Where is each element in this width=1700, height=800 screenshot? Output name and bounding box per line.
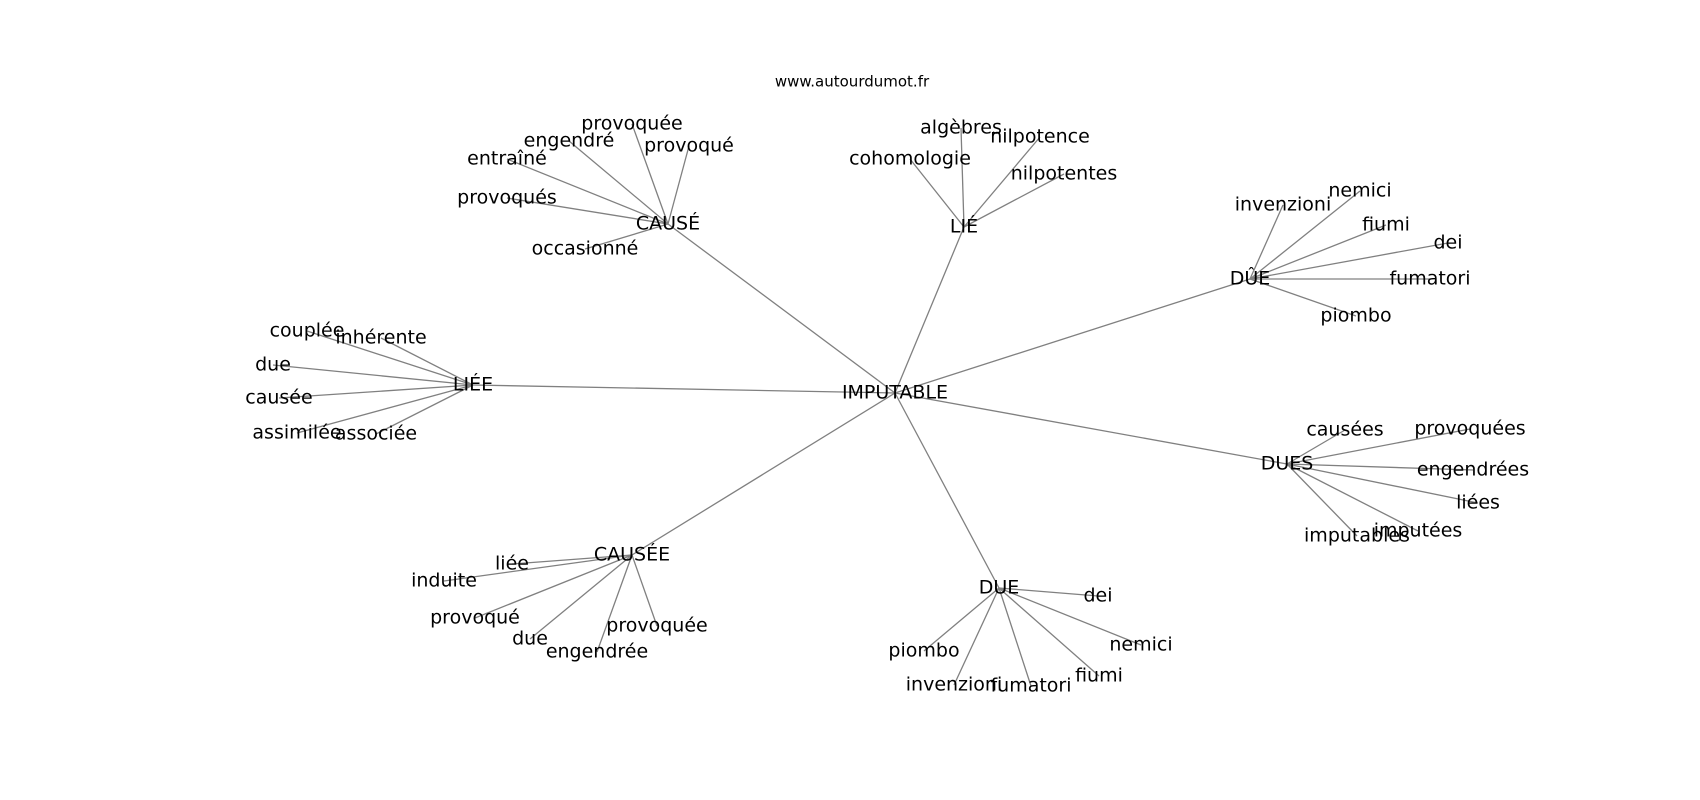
edge-due-circ-1: [1249, 190, 1361, 280]
leaf-node-due-circ-1: nemici: [1328, 180, 1391, 202]
leaf-node-causee-2: provoqué: [430, 607, 520, 629]
hub-node-causee: CAUSÉE: [594, 543, 670, 566]
leaf-node-liee-5: associée: [335, 423, 417, 445]
leaf-node-cause-1: engendré: [524, 130, 615, 152]
leaf-node-cause-2: provoqué: [644, 135, 734, 157]
leaf-node-causee-0: liée: [495, 553, 529, 575]
edge-due-2: [923, 587, 1000, 652]
edge-dues-3: [1286, 463, 1479, 504]
edge-due-circ-2: [1249, 224, 1387, 280]
leaf-node-lie-3: nilpotentes: [1011, 163, 1118, 185]
edge-center-due-circ: [894, 278, 1251, 394]
leaf-node-liee-3: causée: [245, 387, 312, 409]
edge-liee-2: [272, 364, 474, 386]
leaf-node-liee-0: couplée: [270, 320, 345, 342]
leaf-node-due-circ-4: fumatori: [1389, 268, 1470, 290]
edges: [272, 123, 1479, 687]
edge-cause-3: [506, 158, 669, 225]
edge-lie-1: [963, 136, 1041, 228]
leaf-node-due-circ-0: invenzioni: [1235, 194, 1332, 216]
leaf-node-lie-1: nilpotence: [990, 126, 1090, 148]
hub-node-due: DUE: [979, 577, 1020, 599]
leaf-node-causee-1: induite: [411, 570, 477, 592]
edge-due-4: [953, 587, 1000, 686]
edge-causee-5: [631, 554, 658, 627]
leaf-node-due-circ-5: piombo: [1320, 305, 1391, 327]
site-title: www.autourdumot.fr: [775, 73, 930, 91]
leaf-node-cause-3: entraîné: [467, 148, 547, 170]
edge-center-liee: [472, 384, 896, 394]
leaf-node-due-0: dei: [1083, 585, 1112, 607]
leaf-node-causee-3: due: [512, 628, 548, 650]
edge-due-5: [998, 587, 1032, 687]
leaf-node-due-circ-2: fiumi: [1362, 214, 1410, 236]
edge-due-3: [998, 587, 1100, 677]
edge-dues-5: [1286, 463, 1358, 537]
edge-center-causee: [631, 392, 896, 556]
leaf-node-cause-5: occasionné: [532, 238, 639, 260]
leaf-node-causee-5: provoquée: [606, 615, 707, 637]
edge-due-circ-5: [1249, 278, 1357, 317]
edge-liee-3: [278, 384, 474, 399]
leaf-node-lie-2: cohomologie: [849, 148, 971, 170]
leaf-node-due-1: nemici: [1109, 634, 1172, 656]
leaf-node-dues-3: liées: [1456, 492, 1500, 514]
hub-node-liee: LIÉE: [453, 373, 493, 396]
leaf-node-due-2: piombo: [888, 640, 959, 662]
edge-causee-1: [443, 554, 633, 582]
edge-cause-4: [506, 197, 669, 225]
hub-node-due-circ: DÛE: [1230, 266, 1271, 290]
edge-causee-3: [529, 554, 633, 640]
leaf-node-dues-0: causées: [1306, 419, 1383, 441]
leaf-node-dues-1: provoquées: [1414, 418, 1525, 440]
leaf-node-dues-4: imputées: [1374, 520, 1463, 542]
edge-center-dues: [894, 392, 1288, 465]
edge-liee-1: [380, 337, 474, 386]
edge-liee-5: [375, 384, 474, 435]
edge-center-cause: [667, 223, 896, 394]
edge-lie-3: [963, 173, 1065, 228]
edge-cause-0: [631, 123, 669, 225]
leaf-node-causee-4: engendrée: [546, 641, 648, 663]
leaf-node-cause-4: provoqués: [457, 187, 557, 209]
edge-dues-2: [1286, 463, 1474, 471]
leaf-node-cause-0: provoquée: [581, 113, 682, 135]
edge-cause-5: [584, 223, 669, 250]
edge-lie-2: [909, 158, 965, 228]
leaf-node-liee-4: assimilée: [252, 422, 341, 444]
edge-liee-0: [306, 330, 474, 386]
leaf-node-lie-0: algèbres: [920, 117, 1002, 139]
edge-due-circ-0: [1249, 204, 1284, 280]
edge-dues-0: [1286, 429, 1346, 465]
edge-causee-4: [596, 554, 633, 653]
hub-node-lie: LIÉ: [950, 215, 978, 238]
leaf-node-liee-1: inhérente: [335, 327, 426, 349]
leaf-node-due-circ-3: dei: [1433, 232, 1462, 254]
leaf-node-due-3: fiumi: [1075, 665, 1123, 687]
hub-node-dues: DUES: [1261, 453, 1314, 475]
edge-dues-1: [1286, 428, 1471, 465]
edge-cause-1: [568, 140, 669, 225]
edge-lie-0: [960, 127, 965, 228]
edge-liee-4: [296, 384, 474, 434]
edge-center-lie: [894, 226, 965, 394]
leaf-node-liee-2: due: [255, 354, 291, 376]
edge-causee-0: [511, 554, 633, 565]
edge-due-circ-3: [1249, 242, 1449, 280]
leaf-node-dues-5: imputables: [1304, 525, 1410, 547]
leaf-node-due-4: invenzioni: [906, 674, 1003, 696]
edge-due-1: [998, 587, 1142, 646]
edge-center-due: [894, 392, 1000, 589]
edge-dues-4: [1286, 463, 1419, 532]
edge-cause-2: [667, 145, 690, 225]
hub-node-cause: CAUSÉ: [636, 212, 700, 235]
edge-due-0: [998, 587, 1099, 597]
edge-causee-2: [474, 554, 633, 619]
leaf-node-due-5: fumatori: [990, 675, 1071, 697]
center-node: IMPUTABLE: [842, 382, 948, 404]
leaf-node-dues-2: engendrées: [1417, 459, 1529, 481]
